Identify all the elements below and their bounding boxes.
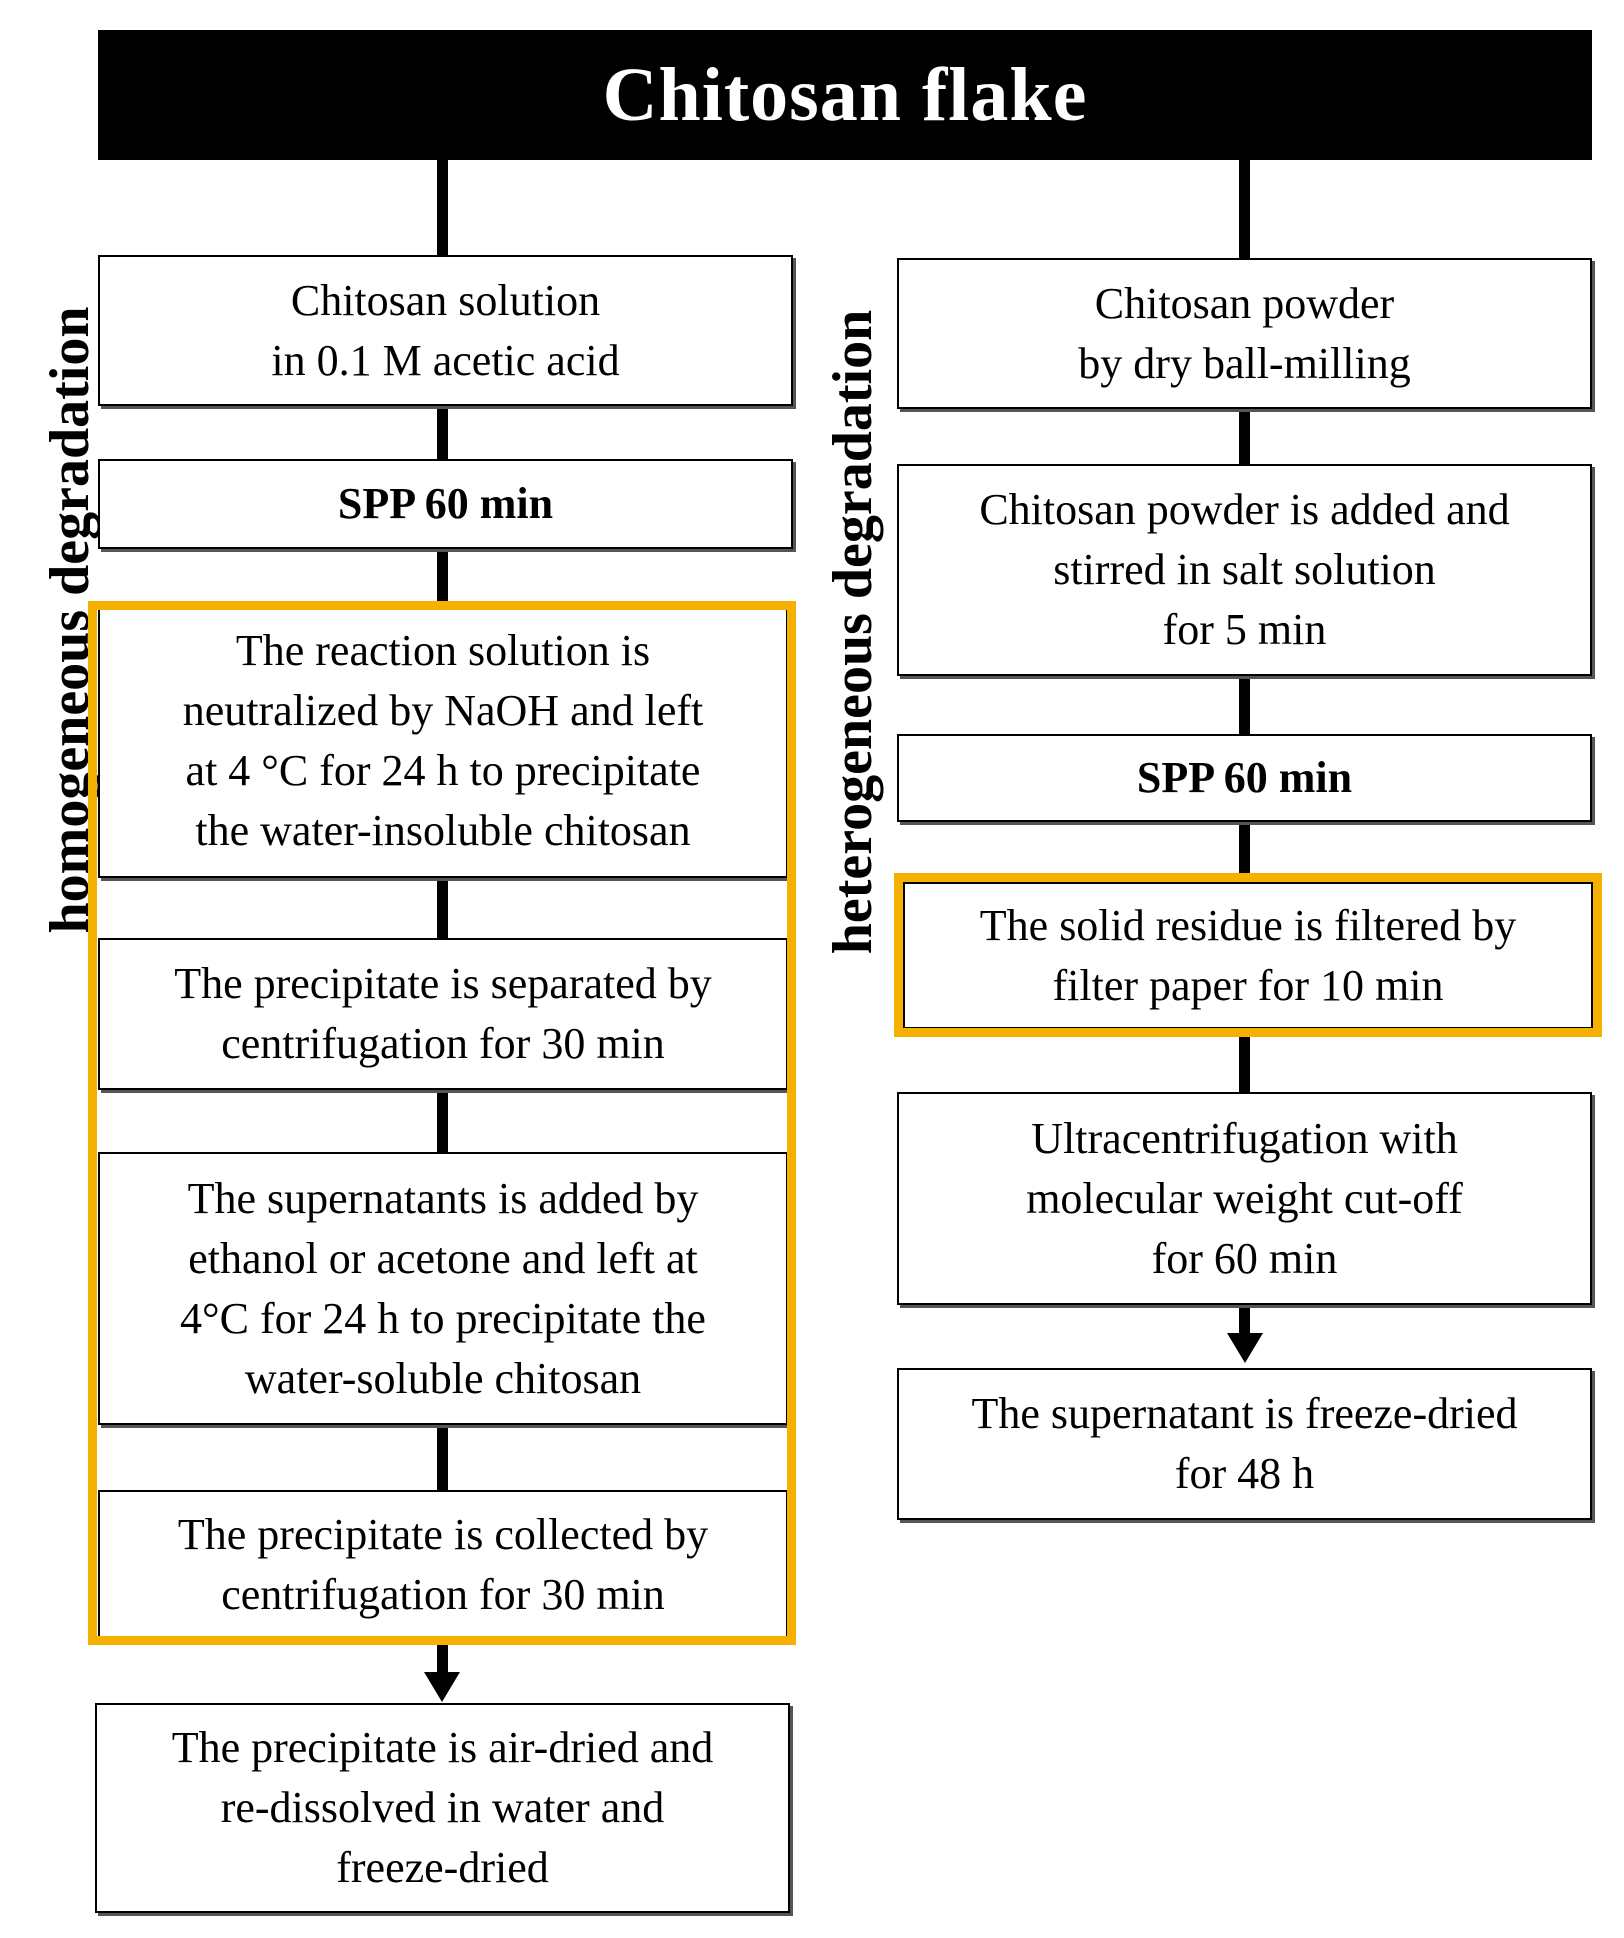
connector-right-header-to-powder [1239,160,1250,258]
right-highlight-frame [894,873,1602,1037]
header-title: Chitosan flake [602,52,1088,137]
connector-left-separate-to-supernatant [437,1090,448,1152]
connector-right-ultra-to-freeze [1239,1305,1250,1335]
connector-left-solution-to-spp [437,406,448,461]
left-step-separate: The precipitate is separated by centrifu… [98,938,788,1090]
connector-right-salt-to-spp [1239,676,1250,734]
right-step-powder: Chitosan powder by dry ball-milling [897,258,1592,409]
chitosan-flake-header: Chitosan flake [98,30,1592,160]
left-step-collect: The precipitate is collected by centrifu… [98,1490,788,1640]
arrow-right-freeze [1227,1333,1263,1363]
connector-left-neutralize-to-separate [437,878,448,938]
left-step-air-dry: The precipitate is air-dried and re-diss… [95,1703,790,1913]
right-step-freeze-dry: The supernatant is freeze-dried for 48 h [897,1368,1592,1520]
connector-left-spp-to-neutralize [437,549,448,604]
connector-right-spp-to-filter [1239,822,1250,877]
right-step-ultracentrifugation: Ultracentrifugation with molecular weigh… [897,1092,1592,1305]
left-highlight-frame [88,601,796,1645]
connector-left-collect-to-final [437,1640,448,1676]
left-step-chitosan-solution: Chitosan solution in 0.1 M acetic acid [98,255,793,406]
connector-right-filter-to-ultra [1239,1034,1250,1092]
arrow-left-final [424,1672,460,1702]
heterogeneous-degradation-label: heterogeneous degradation [822,309,884,955]
left-step-spp: SPP 60 min [98,459,793,549]
connector-left-supernatant-to-collect [437,1425,448,1490]
connector-left-header-to-solution [437,160,448,255]
left-step-supernatant: The supernatants is added by ethanol or … [98,1152,788,1425]
right-step-spp: SPP 60 min [897,734,1592,822]
left-step-neutralize: The reaction solution is neutralized by … [98,604,788,878]
connector-right-powder-to-salt [1239,409,1250,464]
right-step-salt-solution: Chitosan powder is added and stirred in … [897,464,1592,676]
right-step-filter: The solid residue is filtered by filter … [903,882,1593,1029]
